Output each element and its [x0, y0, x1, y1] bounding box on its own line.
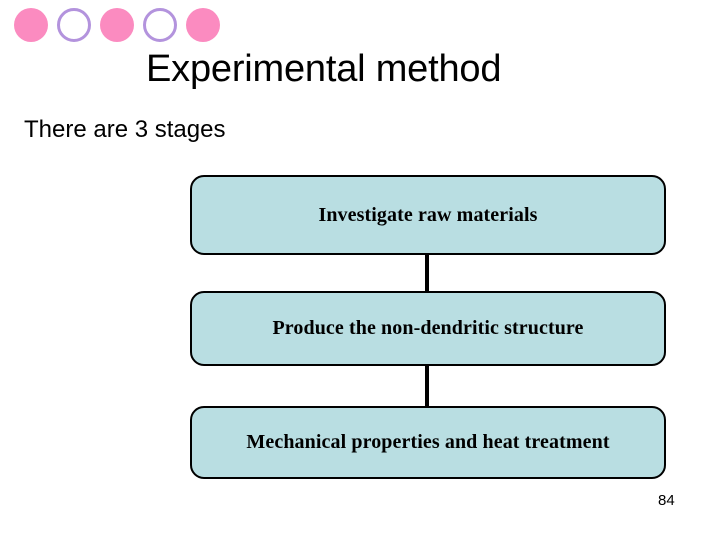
slide-subtitle: There are 3 stages — [24, 116, 226, 143]
flow-box-stage-2: Produce the non-dendritic structure — [190, 291, 666, 366]
flow-connector-2-3 — [425, 364, 429, 407]
flow-box-stage-3: Mechanical properties and heat treatment — [190, 406, 666, 479]
page-title: Experimental method — [146, 48, 502, 90]
circle-outline-icon — [57, 8, 91, 42]
circle-filled-icon — [100, 8, 134, 42]
flow-connector-1-2 — [425, 254, 429, 292]
circle-outline-icon — [143, 8, 177, 42]
circle-filled-icon — [14, 8, 48, 42]
flow-box-label: Investigate raw materials — [318, 203, 538, 226]
decorative-circle-row — [14, 8, 224, 46]
circle-filled-icon — [186, 8, 220, 42]
page-number: 84 — [658, 492, 675, 509]
flow-box-label: Mechanical properties and heat treatment — [246, 431, 610, 453]
flow-box-label: Produce the non-dendritic structure — [272, 317, 584, 339]
flow-box-stage-1: Investigate raw materials — [190, 175, 666, 255]
